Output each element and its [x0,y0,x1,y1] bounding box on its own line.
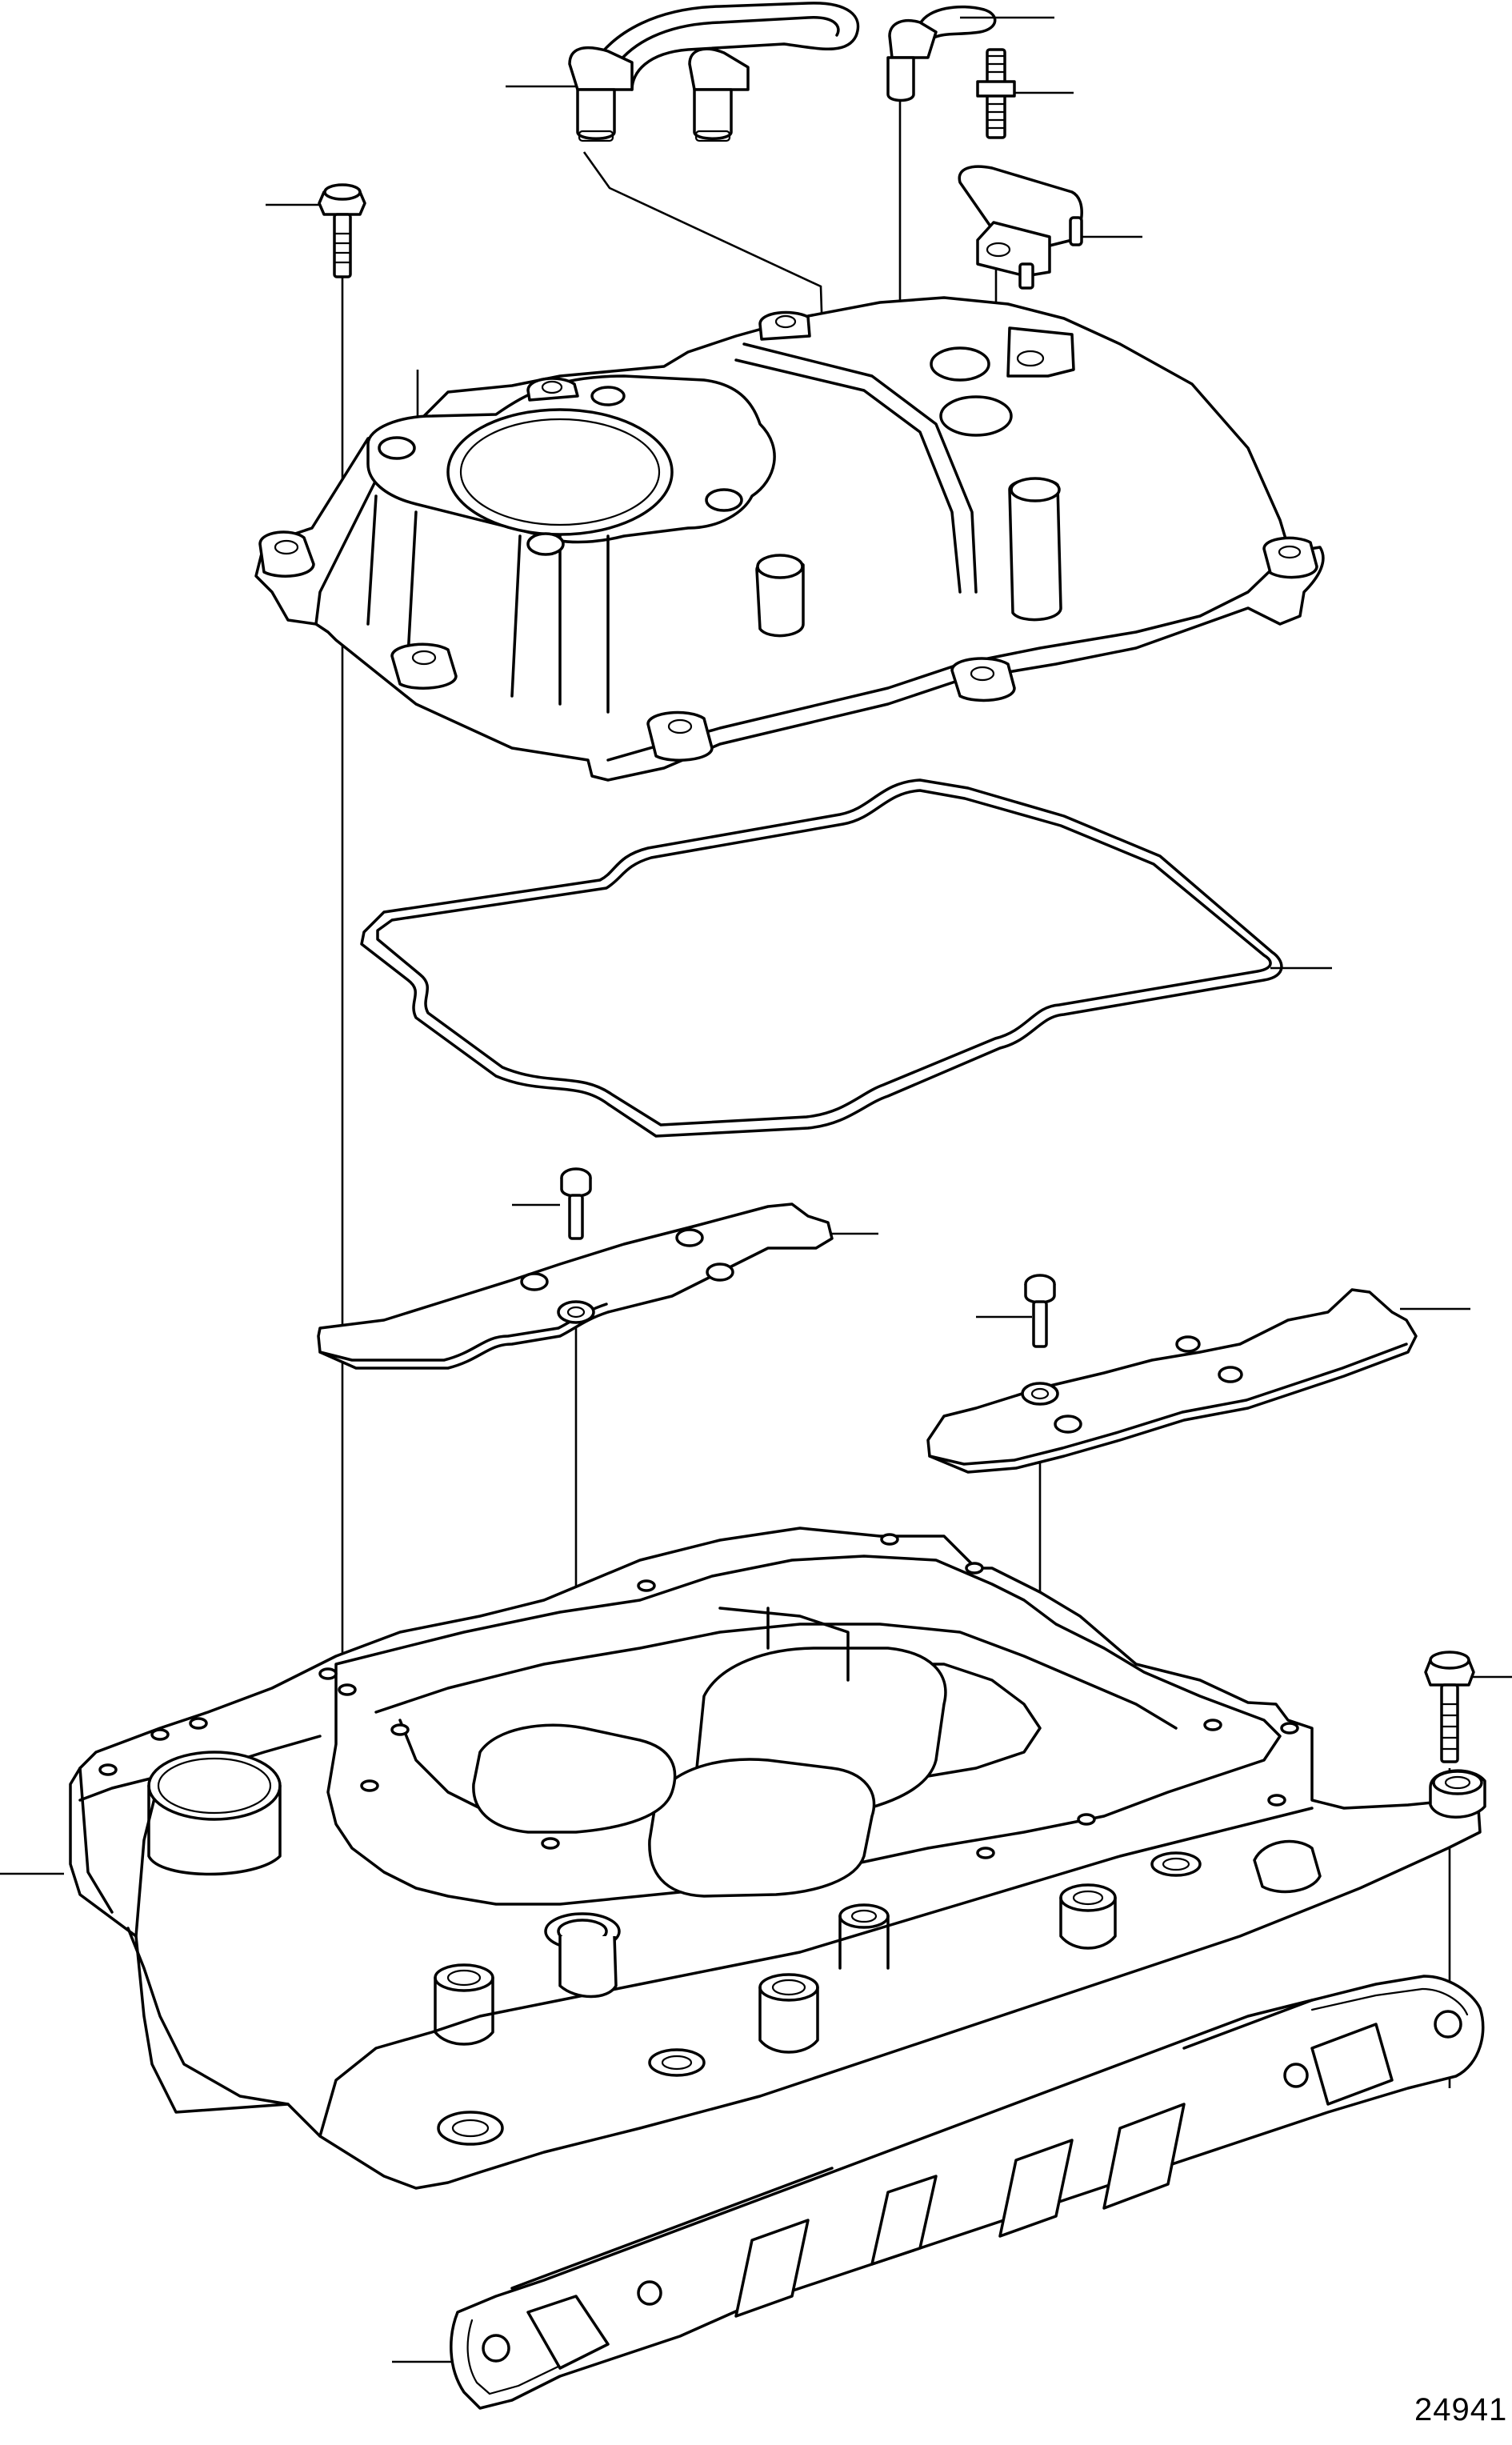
bolt-right [1424,1651,1475,1763]
intake-manifold-gasket [450,1975,1485,2410]
lower-intake-manifold [69,1527,1486,2190]
map-sensor [958,165,1083,290]
breather-hose [886,5,997,102]
bracket-right [926,1288,1418,1474]
bolt-top-left [318,183,366,278]
sensor-stud [976,48,1016,139]
reference-number: 24941 [1414,2392,1508,2427]
bracket-left [317,1202,834,1370]
callout-leaders [0,16,1512,2363]
upper-plenum-cover [254,296,1325,782]
screw-center-left [560,1167,592,1240]
vacuum-hose [568,2,860,142]
plenum-gasket [360,778,1283,1138]
screw-center-right [1024,1274,1056,1348]
